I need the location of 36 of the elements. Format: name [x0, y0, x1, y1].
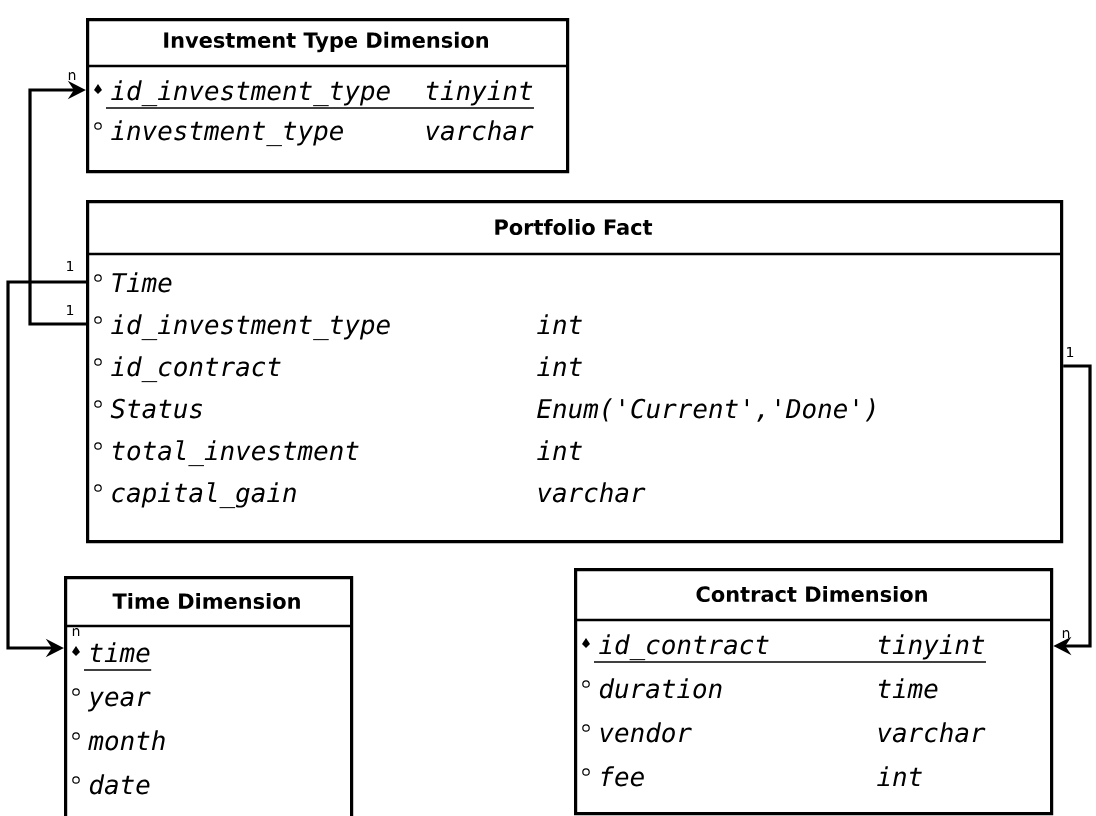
column-name: investment_type: [111, 120, 343, 147]
column-name: id_investment_type: [111, 314, 390, 341]
column-name: Time: [112, 272, 172, 293]
column-name: id_contract: [599, 634, 769, 661]
column-name: capital_gain: [112, 482, 296, 509]
column-name: fee: [601, 766, 644, 787]
table-title: Time Dimension: [112, 592, 300, 610]
table: [86, 18, 570, 174]
relationship-line: [28, 80, 86, 326]
column-name: duration: [599, 678, 722, 699]
data-type: varchar: [538, 482, 646, 503]
table-title: Investment Type Dimension: [164, 31, 488, 53]
column-name: vendor: [600, 722, 692, 743]
table: [574, 568, 1054, 816]
column-name: total_investment: [112, 440, 359, 467]
data-type: int: [537, 440, 582, 460]
data-type: varchar: [878, 722, 986, 743]
table: [64, 576, 354, 816]
column-name: month: [88, 730, 165, 751]
data-type: tinyint: [426, 80, 533, 106]
column-name: time: [90, 642, 150, 663]
data-type: int: [537, 356, 582, 376]
table-title: Portfolio Fact: [495, 218, 653, 236]
column-name: date: [89, 774, 150, 795]
column-name: id_contract: [111, 356, 281, 383]
column-name: id_investment_type: [111, 80, 390, 107]
column-name: Status: [110, 398, 202, 419]
data-type: Enum('Current','Done'): [537, 398, 875, 422]
data-type: tinyint: [878, 634, 985, 660]
data-type: int: [877, 766, 922, 786]
data-type: varchar: [426, 120, 534, 141]
table: [86, 200, 1064, 544]
data-type: time: [878, 678, 938, 699]
data-type: int: [537, 314, 582, 334]
table-title: Contract Dimension: [696, 585, 927, 603]
column-name: year: [87, 691, 151, 712]
